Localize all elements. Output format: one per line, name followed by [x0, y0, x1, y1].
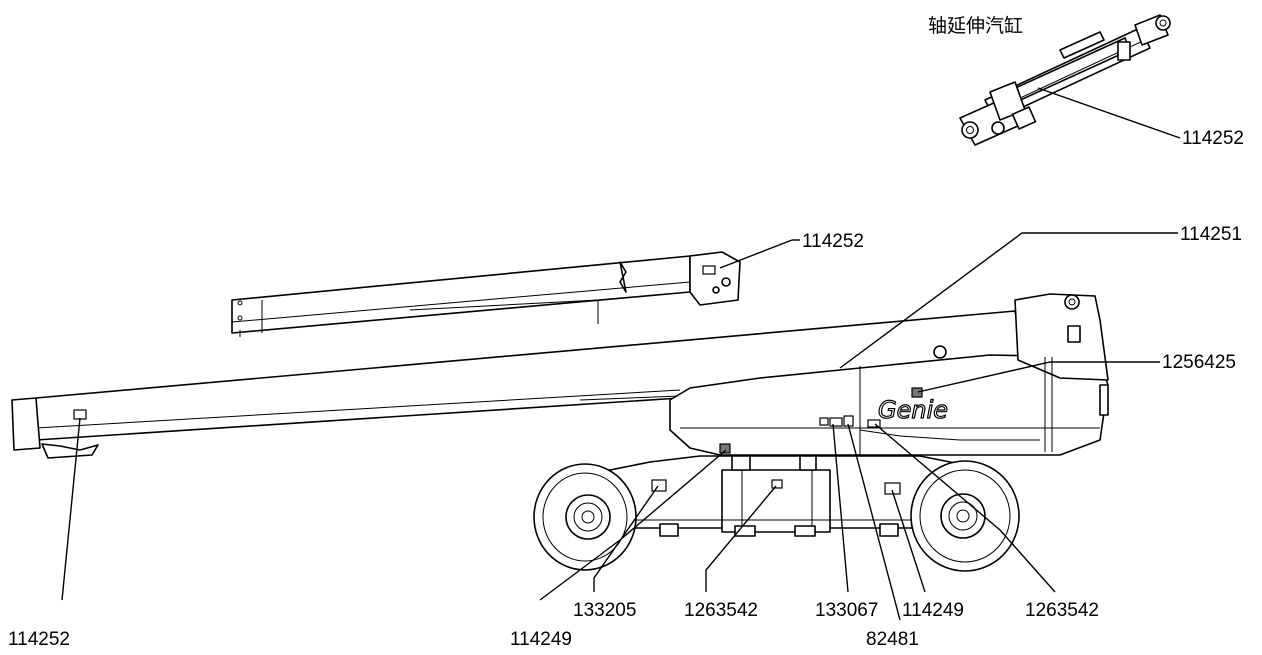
label-133067: 133067	[815, 600, 878, 621]
leader-1263542-b	[874, 423, 1056, 593]
leader-133067	[832, 423, 849, 593]
cylinder-title: 轴延伸汽缸	[928, 15, 1023, 37]
label-1263542-b: 1263542	[1025, 600, 1099, 621]
axle-extension-cylinder	[959, 14, 1171, 146]
label-114251: 114251	[1180, 224, 1242, 245]
label-114249-a: 114249	[510, 629, 572, 650]
leader-1256425	[917, 361, 1160, 393]
label-1256425: 1256425	[1162, 352, 1236, 373]
wheel-right	[910, 460, 1020, 572]
genie-logo: Genie	[878, 396, 948, 424]
leader-114251	[839, 232, 1178, 369]
label-left-114252: 114252	[8, 629, 70, 650]
label-114249-b: 114249	[902, 600, 964, 621]
label-cyl-114252: 114252	[1182, 128, 1244, 149]
leader-jib-114252	[719, 239, 793, 269]
jib-boom	[231, 251, 741, 337]
leader-cyl-114252	[1037, 87, 1181, 139]
leader-82481	[847, 423, 901, 621]
leader-114249-b	[891, 489, 926, 593]
label-jib-114252: 114252	[802, 231, 864, 252]
turntable: Genie	[669, 293, 1109, 456]
label-82481: 82481	[866, 629, 919, 650]
wheel-left	[533, 463, 637, 571]
label-133205: 133205	[573, 600, 636, 621]
leader-left-114252	[61, 417, 81, 601]
leader-1263542-a	[705, 485, 777, 592]
label-1263542-a: 1263542	[684, 600, 758, 621]
leader-133205	[593, 485, 659, 592]
